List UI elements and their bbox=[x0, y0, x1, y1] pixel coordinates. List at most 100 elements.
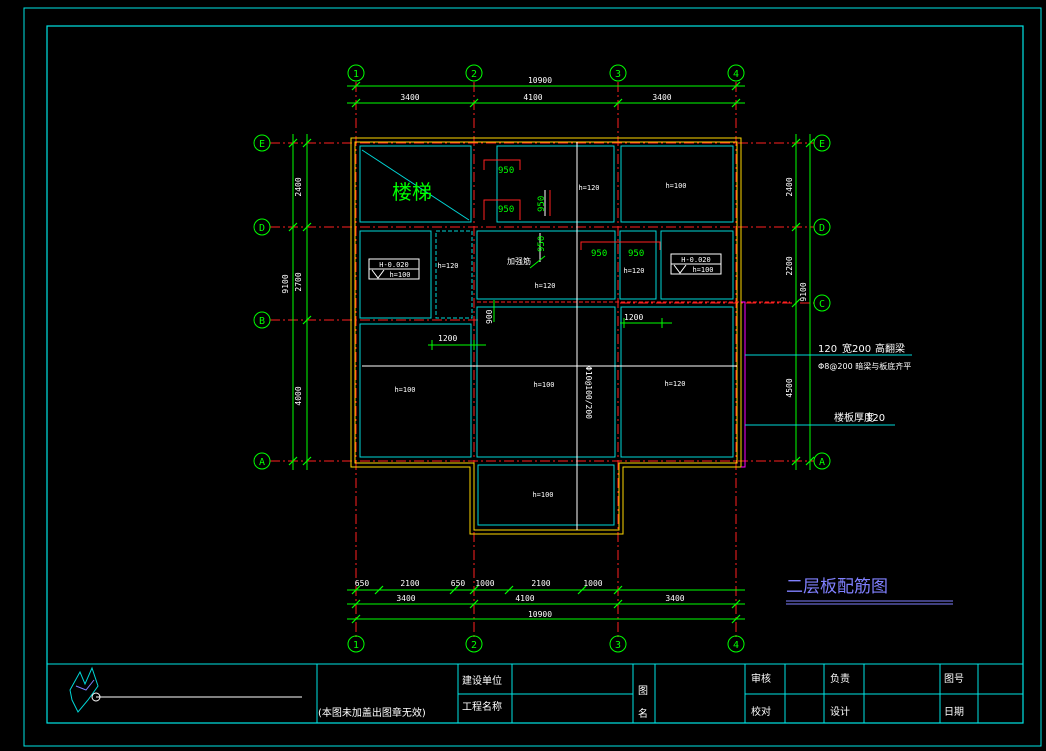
axis-label-right-D: D bbox=[819, 223, 825, 234]
axis-bubble-right-A bbox=[813, 452, 831, 470]
rebar-950-4: 950 bbox=[628, 249, 644, 259]
axis-bubble-bottom-4 bbox=[727, 635, 745, 653]
tb-fuze: 负责 bbox=[830, 672, 850, 685]
slab-h-a3: h=120 bbox=[664, 380, 685, 388]
slab-a1 bbox=[359, 323, 472, 458]
slab-h-d3: h=120 bbox=[534, 282, 555, 290]
axis-bubble-left-A bbox=[253, 452, 271, 470]
rebar-900: 900 bbox=[485, 309, 494, 324]
slab-d5 bbox=[660, 230, 734, 300]
rebar-hooks bbox=[483, 159, 661, 250]
tb-jiaodui: 校对 bbox=[751, 705, 771, 718]
stairs-label: 楼梯 bbox=[392, 180, 432, 204]
slab-e2 bbox=[496, 145, 615, 223]
rebar-lines bbox=[362, 142, 737, 530]
slab-d2 bbox=[435, 230, 473, 319]
dim-bottom-r2-1: 3400 bbox=[396, 594, 415, 603]
axis-bubble-top-4 bbox=[727, 64, 745, 82]
dim-bottom-r1-6: 1000 bbox=[583, 579, 602, 588]
axis-label-bottom-2: 2 bbox=[471, 640, 477, 651]
axis-bubble-top-3 bbox=[609, 64, 627, 82]
axis-bubble-right-C bbox=[813, 294, 831, 312]
axis-label-left-B: B bbox=[259, 316, 265, 327]
slab-h-a2: h=100 bbox=[533, 381, 554, 389]
rebar-950-3: 950 bbox=[591, 249, 607, 259]
axis-label-left-D: D bbox=[259, 223, 265, 234]
axis-label-bottom-4: 4 bbox=[733, 640, 739, 651]
rebar-950-v2: 950 bbox=[537, 236, 547, 252]
dim-top-total: 10900 bbox=[528, 76, 552, 85]
dim-top-seg-3: 3400 bbox=[652, 93, 671, 102]
tb-tuhao: 图号 bbox=[944, 673, 964, 685]
dim-left-seg-3: 4000 bbox=[294, 386, 303, 405]
rebar-1200-2: 1200 bbox=[624, 313, 643, 322]
note-beam-type: 高翻梁 bbox=[875, 342, 905, 355]
axis-label-top-1: 1 bbox=[353, 69, 359, 80]
dim-left-total: 9100 bbox=[281, 274, 290, 293]
rebar-950-1: 950 bbox=[498, 166, 514, 176]
dim-right-seg-1: 2400 bbox=[785, 177, 794, 196]
slab-h-ext: h=100 bbox=[532, 491, 553, 499]
level-left-label: H-0.020 bbox=[379, 261, 409, 269]
tb-riqi: 日期 bbox=[944, 706, 964, 718]
dim-top-seg-1: 3400 bbox=[400, 93, 419, 102]
grid-axes bbox=[270, 82, 814, 637]
dim-top-seg-2: 4100 bbox=[523, 93, 542, 102]
dim-bottom-r1-1: 650 bbox=[355, 579, 370, 588]
dim-right-seg-3: 4500 bbox=[785, 378, 794, 397]
tb-shenhe: 审核 bbox=[751, 672, 771, 685]
dimension-lines bbox=[292, 85, 811, 620]
stair-diagonal bbox=[361, 149, 470, 221]
level-marker-left: H-0.020 h=100 bbox=[368, 258, 420, 280]
axis-bubble-left-D bbox=[253, 218, 271, 236]
axis-bubble-right-E bbox=[813, 134, 831, 152]
dim-bottom-r1-5: 2100 bbox=[531, 579, 550, 588]
axis-bubble-bottom-3 bbox=[609, 635, 627, 653]
title-block bbox=[46, 663, 1024, 724]
note-beam-width: 宽200 bbox=[842, 342, 871, 355]
slab-ext bbox=[477, 464, 615, 526]
slab-h-d2: h=120 bbox=[437, 262, 458, 270]
axis-bubble-top-1 bbox=[347, 64, 365, 82]
axis-bubble-right-D bbox=[813, 218, 831, 236]
slab-d3 bbox=[476, 230, 616, 300]
axis-label-top-4: 4 bbox=[733, 69, 739, 80]
axis-label-bottom-3: 3 bbox=[615, 640, 621, 651]
slab-a3 bbox=[620, 306, 734, 458]
rebar-1200-1: 1200 bbox=[438, 334, 457, 343]
outer-walls bbox=[350, 137, 742, 535]
rebar-950-v1: 950 bbox=[537, 196, 547, 212]
axis-bubble-bottom-2 bbox=[465, 635, 483, 653]
dim-bottom-r1-3: 650 bbox=[451, 579, 466, 588]
tb-ming: 名 bbox=[638, 707, 648, 720]
note-slab-thk-value: 120 bbox=[866, 413, 885, 424]
axis-label-bottom-1: 1 bbox=[353, 640, 359, 651]
axis-bubble-top-2 bbox=[465, 64, 483, 82]
tb-jianshe: 建设单位 bbox=[462, 674, 502, 687]
rebar-950-2: 950 bbox=[498, 205, 514, 215]
note-slab-thk: 楼板厚度 bbox=[834, 411, 874, 424]
rebar-phi: Φ10@100/200 bbox=[584, 366, 593, 419]
level-right-h: h=100 bbox=[692, 266, 713, 274]
level-left-h: h=100 bbox=[389, 271, 410, 279]
axis-label-top-2: 2 bbox=[471, 69, 477, 80]
company-logo bbox=[69, 666, 302, 713]
axis-label-right-C: C bbox=[819, 299, 825, 310]
slab-a2 bbox=[476, 306, 616, 458]
axis-label-top-3: 3 bbox=[615, 69, 621, 80]
slab-stairs bbox=[359, 145, 472, 223]
slab-h-e2: h=120 bbox=[578, 184, 599, 192]
slab-h-e3: h=100 bbox=[665, 182, 686, 190]
dim-left-seg-2: 2700 bbox=[294, 272, 303, 291]
tb-gongcheng: 工程名称 bbox=[462, 700, 502, 713]
axis-label-right-E: E bbox=[819, 139, 825, 150]
axis-bubble-bottom-1 bbox=[347, 635, 365, 653]
slab-e3 bbox=[620, 145, 734, 223]
rebar-jiaqiang: 加强筋 bbox=[507, 256, 531, 266]
tb-tu: 图 bbox=[638, 685, 648, 697]
dimension-ticks bbox=[288, 81, 815, 624]
note-hidden-beam: Φ8@200 暗梁与板底齐平 bbox=[818, 361, 911, 371]
slab-h-d4: h=120 bbox=[623, 267, 644, 275]
disclaimer: (本图未加盖出图章无效) bbox=[318, 706, 426, 719]
